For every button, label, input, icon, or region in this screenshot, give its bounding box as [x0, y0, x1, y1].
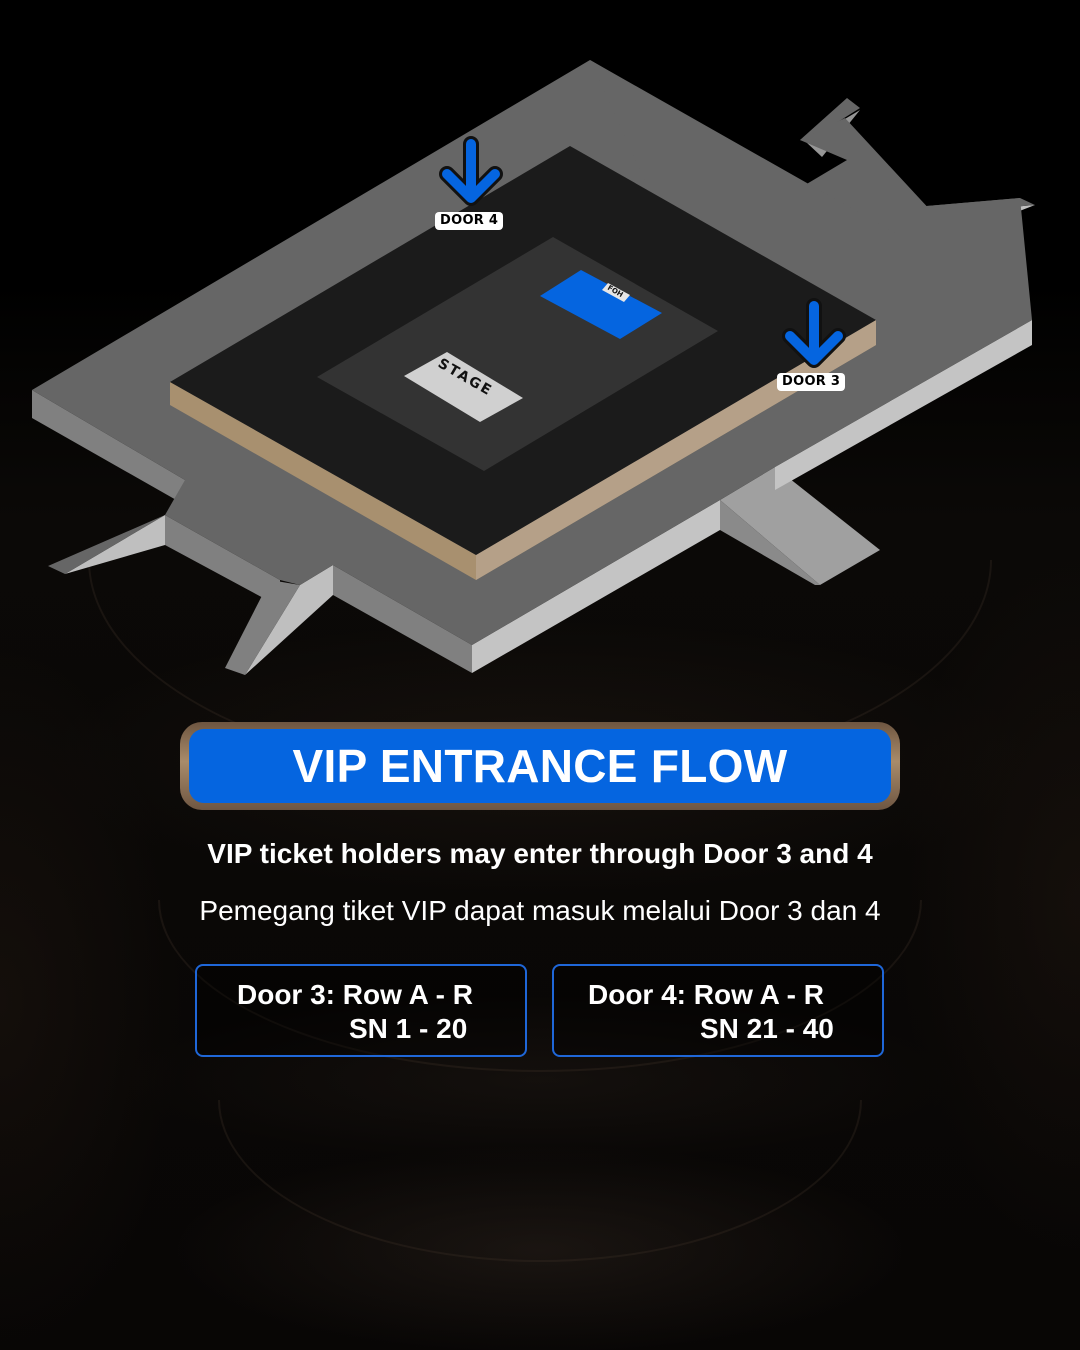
row-range: Row A - R [342, 979, 473, 1010]
walkway-sides [32, 320, 1032, 673]
row-range: Row A - R [693, 979, 824, 1010]
description-indonesian: Pemegang tiket VIP dapat masuk melalui D… [199, 895, 881, 926]
venue-floor-plan: STAGE FOH [32, 60, 1035, 675]
door-name: Door 4: [588, 979, 686, 1010]
seat-range: SN 21 - 40 [700, 1013, 834, 1044]
page-title: VIP ENTRANCE FLOW [189, 729, 891, 803]
door-3-arrow-icon [782, 298, 846, 368]
door-3-label: DOOR 3 [777, 373, 846, 391]
seat-range: SN 1 - 20 [349, 1013, 468, 1044]
door-4-arrow-icon [439, 136, 503, 206]
door-3-info-card: Door 3: Row A - R SN 1 - 20 [195, 964, 527, 1057]
door-name: Door 3: [237, 979, 335, 1010]
door-4-info-card: Door 4: Row A - R SN 21 - 40 [552, 964, 884, 1057]
description-english: VIP ticket holders may enter through Doo… [207, 838, 873, 869]
door-4-label: DOOR 4 [435, 212, 504, 230]
title-banner: VIP ENTRANCE FLOW [180, 722, 900, 810]
